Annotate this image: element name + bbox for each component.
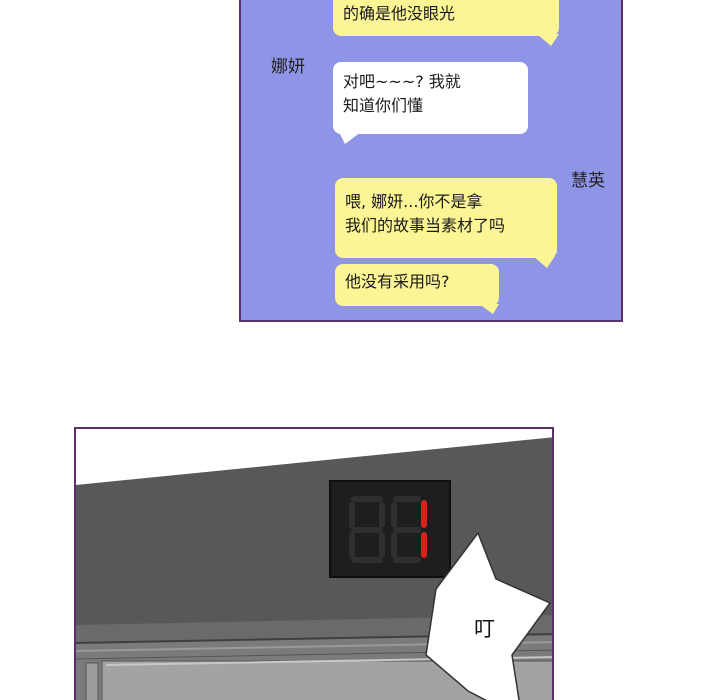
sound-effect-bubble <box>425 531 552 700</box>
elevator-illustration <box>76 429 552 700</box>
chat-bubble-4-tail <box>479 304 499 314</box>
chat-bubble-1-tail <box>537 34 559 46</box>
chat-bubble-3-tail <box>533 256 555 268</box>
chat-bubble-3-line-2: 我们的故事当素材了吗 <box>345 216 506 235</box>
chat-bubble-4-line-1: 他没有采用吗? <box>345 272 450 291</box>
floor-indicator-display <box>329 480 451 578</box>
chat-bubble-1-line-1: 的确是他没眼光 <box>343 4 456 23</box>
chat-bubble-4: 他没有采用吗? <box>335 264 499 306</box>
chat-panel: 的确是他没眼光 娜妍 对吧~~~? 我就 知道你们懂 慧英 喂, 娜妍...你不… <box>239 0 623 322</box>
speaker-name-nayan: 娜妍 <box>271 57 305 77</box>
chat-bubble-2-line-1: 对吧~~~? 我就 <box>343 72 461 91</box>
chat-bubble-2: 对吧~~~? 我就 知道你们懂 <box>333 62 528 134</box>
chat-bubble-1: 的确是他没眼光 <box>333 0 559 36</box>
speaker-name-huiying: 慧英 <box>571 171 605 191</box>
chat-bubble-2-line-2: 知道你们懂 <box>343 96 424 115</box>
sound-effect-text: 叮 <box>474 617 495 641</box>
elevator-panel: 叮 <box>74 427 554 700</box>
chat-bubble-2-tail <box>339 132 361 144</box>
chat-bubble-3: 喂, 娜妍...你不是拿 我们的故事当素材了吗 <box>335 178 557 258</box>
chat-bubble-3-line-1: 喂, 娜妍...你不是拿 <box>345 192 483 211</box>
